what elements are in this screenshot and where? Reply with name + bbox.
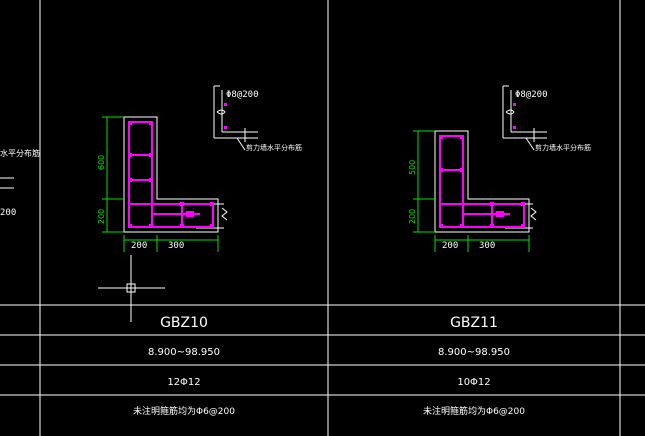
rebar-note: Φ8@200 bbox=[226, 90, 259, 100]
section-drawing-gbz11[interactable]: 500 200 200 300 Φ8@200 剪力墙水平分布筋 bbox=[408, 85, 591, 252]
dim-vertical-upper: 600 bbox=[97, 155, 106, 170]
dim-vertical-lower: 200 bbox=[408, 209, 417, 224]
dim-vertical-upper: 500 bbox=[408, 160, 417, 175]
rebar-dots bbox=[439, 135, 525, 228]
left-partial-value: 200 bbox=[0, 208, 16, 218]
longitudinal-rebar: 12Φ12 bbox=[167, 377, 200, 388]
rebar-tag: 剪力墙水平分布筋 bbox=[535, 143, 591, 152]
longitudinal-rebar: 10Φ12 bbox=[457, 377, 490, 388]
dim-h-right: 300 bbox=[168, 241, 184, 251]
detail-callout bbox=[502, 85, 547, 151]
elevation-range: 8.900~98.950 bbox=[438, 347, 510, 358]
rebar-cage bbox=[128, 121, 214, 228]
left-partial-label: 水平分布筋 bbox=[0, 148, 40, 158]
dim-vertical-lower: 200 bbox=[97, 209, 106, 224]
elevation-range: 8.900~98.950 bbox=[148, 347, 220, 358]
table-cells: GBZ10 8.900~98.950 12Φ12 未注明箍筋均为Φ6@200 G… bbox=[133, 315, 525, 417]
rebar-tag: 剪力墙水平分布筋 bbox=[246, 143, 302, 152]
left-partial-column: 水平分布筋 200 bbox=[0, 148, 40, 218]
column-outline bbox=[434, 130, 530, 233]
rebar-note: Φ8@200 bbox=[515, 90, 548, 100]
rebar-dots bbox=[128, 121, 214, 228]
component-name: GBZ10 bbox=[160, 315, 208, 331]
dim-h-left: 200 bbox=[442, 241, 458, 251]
break-line-icon bbox=[530, 207, 537, 221]
stirrup-note: 未注明箍筋均为Φ6@200 bbox=[423, 405, 525, 417]
dimension-lines bbox=[413, 130, 530, 252]
break-line-icon bbox=[221, 207, 228, 221]
dim-h-right: 300 bbox=[479, 241, 495, 251]
component-name: GBZ11 bbox=[450, 315, 498, 331]
detail-callout bbox=[213, 85, 258, 151]
dimension-lines bbox=[102, 116, 219, 252]
rebar-cage bbox=[439, 135, 525, 228]
section-drawing-gbz10[interactable]: 600 200 200 300 Φ8@200 剪力墙水平分布筋 bbox=[97, 85, 302, 322]
stirrup-note: 未注明箍筋均为Φ6@200 bbox=[133, 405, 235, 417]
crosshair-cursor-icon bbox=[98, 255, 165, 322]
dim-h-left: 200 bbox=[131, 241, 147, 251]
